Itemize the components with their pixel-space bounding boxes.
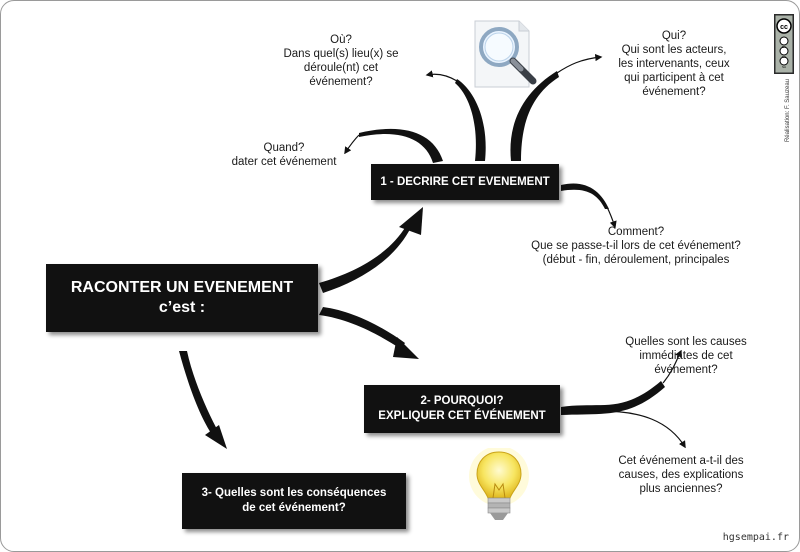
step1-box: 1 - DECRIRE CET EVENEMENT: [371, 164, 559, 200]
note-line: les intervenants, ceux: [618, 58, 730, 70]
line-to-causes-immediates: [662, 349, 682, 384]
note-line: Dans quel(s) lieu(x) se: [283, 48, 399, 60]
note-causes-anciennes: Cet événement a-t-il des causes, des exp…: [601, 454, 761, 496]
note-line: Que se passe-t-il lors de cet événement?: [531, 240, 741, 252]
branch-step1-quand: [359, 128, 443, 163]
line-to-qui: [556, 53, 603, 74]
site-url: hgsempai.fr: [722, 532, 789, 543]
note-line: Où?: [330, 34, 352, 46]
main-topic-line2: c’est :: [158, 299, 206, 316]
note-line: Quelles sont les causes: [625, 336, 747, 348]
step2-box: 2- POURQUOI? EXPLIQUER CET ÉVÉNEMENT: [364, 385, 560, 433]
note-ou: Où? Dans quel(s) lieu(x) se déroule(nt) …: [271, 33, 411, 89]
note-line: Qui sont les acteurs,: [621, 44, 727, 56]
line-to-ou: [425, 70, 458, 82]
magnifier-icon: [474, 20, 537, 88]
note-line: qui participent à cet: [624, 72, 724, 84]
step3-line1: 3- Quelles sont les conséquences: [201, 487, 387, 499]
note-line: événement?: [642, 86, 706, 98]
note-qui: Qui? Qui sont les acteurs, les intervena…: [599, 29, 749, 99]
note-line: Cet événement a-t-il des: [618, 455, 744, 467]
branch-main-to-step3: [179, 351, 219, 436]
note-line: dater cet événement: [231, 156, 337, 168]
note-line: Comment?: [607, 226, 665, 238]
step2-line2: EXPLIQUER CET ÉVÉNEMENT: [378, 410, 546, 422]
branch-main-to-step2: [319, 307, 405, 349]
arrowhead-step1: [399, 207, 423, 235]
branch-step1-ou: [455, 79, 486, 161]
note-comment: Comment? Que se passe-t-il lors de cet é…: [501, 225, 771, 267]
cc-by: BY: [782, 45, 786, 49]
cc-nc: NC: [782, 55, 787, 59]
note-line: événement?: [654, 364, 718, 376]
note-line: plus anciennes?: [639, 483, 723, 495]
note-line: causes, des explications: [618, 469, 744, 481]
note-line: Quand?: [263, 142, 305, 154]
note-quand: Quand? dater cet événement: [219, 141, 349, 169]
branch-step1-comment: [561, 183, 609, 209]
branch-step1-qui: [510, 71, 559, 161]
step3-box: 3- Quelles sont les conséquences de cet …: [182, 473, 406, 529]
branch-step2-causes: [561, 381, 665, 415]
line-to-causes-anciennes: [600, 410, 686, 449]
main-topic-line1: RACONTER UN EVENEMENT: [70, 279, 294, 296]
note-line: événement?: [309, 76, 373, 88]
note-causes-immediates: Quelles sont les causes immédiates de ce…: [606, 335, 766, 377]
line-to-comment: [606, 206, 617, 229]
cc-text: cc: [780, 24, 788, 31]
branch-main-to-step1: [319, 223, 413, 293]
note-line: Qui?: [661, 30, 687, 42]
line-to-quand: [344, 134, 360, 155]
arrowhead-step2: [393, 337, 419, 359]
step3-line2: de cet événement?: [242, 502, 346, 514]
main-topic-box: RACONTER UN EVENEMENT c’est :: [46, 264, 318, 332]
author-credit: Réalisation: F. Sauzeau: [785, 79, 791, 143]
lightbulb-icon: [469, 448, 529, 520]
note-line: (début - fin, déroulement, principales: [542, 254, 730, 266]
cc-sa: SA: [782, 65, 786, 69]
note-line: immédiates de cet: [639, 350, 733, 362]
step1-label: 1 - DECRIRE CET EVENEMENT: [380, 176, 550, 188]
creative-commons-badge: cc BY NC SA: [774, 14, 794, 74]
note-line: déroule(nt) cet: [303, 62, 379, 74]
arrowhead-step3: [205, 425, 227, 449]
step2-line1: 2- POURQUOI?: [420, 395, 504, 407]
